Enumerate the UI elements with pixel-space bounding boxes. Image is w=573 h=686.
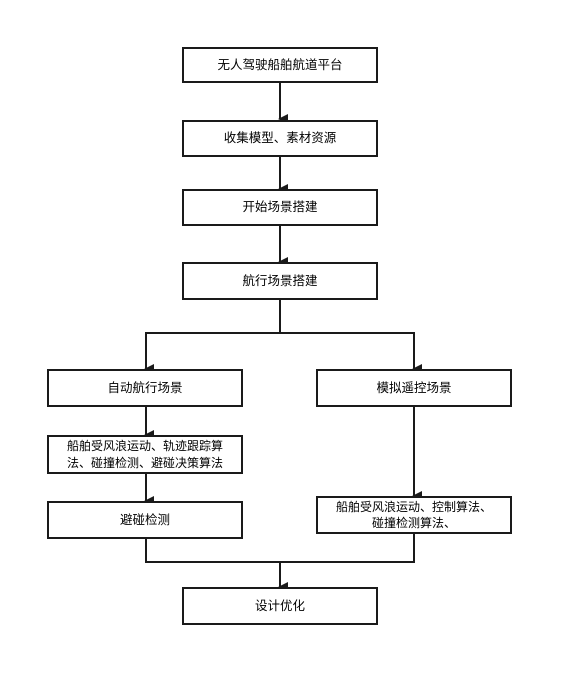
connector-nav-split-right xyxy=(280,332,422,374)
node-remote-algorithms: 船舶受风浪运动、控制算法、 碰撞检测算法、 xyxy=(316,496,512,534)
node-start-scene: 开始场景搭建 xyxy=(182,189,378,226)
node-remote-algo-line1: 船舶受风浪运动、控制算法、 xyxy=(335,499,492,514)
node-design-optimize: 设计优化 xyxy=(182,587,378,625)
node-platform-label: 无人驾驶船舶航道平台 xyxy=(217,56,343,72)
node-start-scene-label: 开始场景搭建 xyxy=(242,199,318,215)
connector-remote-algo-merge xyxy=(280,533,415,563)
node-nav-scene: 航行场景搭建 xyxy=(182,262,378,300)
node-remote-control: 模拟遥控场景 xyxy=(316,369,512,407)
node-remote-algo-line2: 碰撞检测算法、 xyxy=(371,516,456,530)
node-auto-algo-line2: 法、碰撞检测、避碰决策算法 xyxy=(66,455,223,470)
connector-nav-split xyxy=(144,299,281,374)
node-auto-nav: 自动航行场景 xyxy=(47,369,243,407)
node-avoid-detection: 避碰检测 xyxy=(47,501,243,539)
node-collect-resources: 收集模型、素材资源 xyxy=(182,120,378,157)
node-remote-label: 模拟遥控场景 xyxy=(376,379,452,395)
node-collect-label: 收集模型、素材资源 xyxy=(223,130,337,146)
node-avoid-label: 避碰检测 xyxy=(119,511,170,527)
node-platform: 无人驾驶船舶航道平台 xyxy=(182,47,378,83)
node-auto-algorithms: 船舶受风浪运动、轨迹跟踪算 法、碰撞检测、避碰决策算法 xyxy=(47,435,243,474)
node-optimize-label: 设计优化 xyxy=(254,597,305,613)
connector-avoid-merge xyxy=(145,538,280,563)
node-nav-scene-label: 航行场景搭建 xyxy=(242,272,318,288)
node-auto-nav-label: 自动航行场景 xyxy=(107,379,183,395)
node-auto-algo-line1: 船舶受风浪运动、轨迹跟踪算 xyxy=(66,439,223,454)
